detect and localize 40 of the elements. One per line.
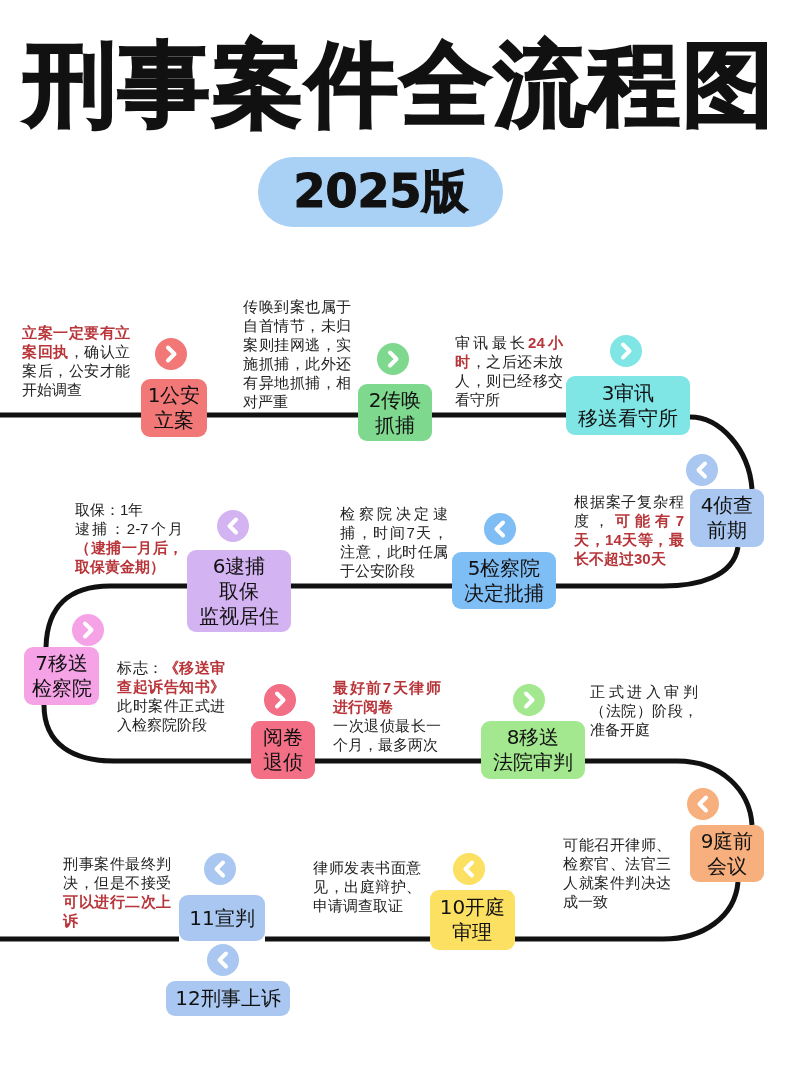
step-box: 1公安立案	[141, 379, 207, 437]
road-line	[585, 758, 755, 826]
note-text: 逮捕：2-7个月（逮捕一月后，取保黄金期）	[75, 519, 183, 576]
version-pill: 2025版	[258, 157, 503, 227]
road-line	[556, 546, 741, 589]
note-text: 最好前7天律师进行阅卷一次退侦最长一个月，最多两次	[333, 678, 441, 754]
road-line	[41, 704, 251, 764]
road-line	[265, 936, 430, 942]
step-box: 8移送法院审判	[481, 721, 585, 779]
road-line	[315, 758, 481, 764]
step-box: 6逮捕取保监视居住	[187, 550, 291, 632]
road-line	[43, 583, 187, 648]
step-box: 阅卷退侦	[251, 721, 315, 779]
note-text: 立案一定要有立案回执，确认立案后，公安才能开始调查	[22, 323, 130, 399]
step-box: 12刑事上诉	[166, 981, 290, 1016]
road-line	[0, 412, 141, 418]
note-text: 检察院决定逮捕，时间7天，注意，此时任属于公安阶段	[340, 504, 448, 580]
road-line	[432, 412, 566, 418]
note-text: 根据案子复杂程度，可能有7天，14天等，最长不超过30天	[574, 492, 684, 568]
step-box: 3审讯移送看守所	[566, 376, 690, 435]
step-box: 10开庭审理	[430, 890, 515, 950]
road-line	[207, 412, 358, 418]
step-box: 5检察院决定批捕	[452, 552, 556, 609]
road-line	[689, 414, 755, 490]
note-text: 标志：《移送审查起诉告知书》此时案件正式进入检察院阶段	[117, 658, 225, 734]
note-text: 取保：1年	[75, 500, 145, 519]
title: 刑事案件全流程图	[24, 33, 776, 137]
step-box: 4侦查前期	[690, 489, 764, 547]
note-text: 律师发表书面意见，出庭辩护、申请调查取证	[313, 858, 421, 915]
note-text: 传唤到案也属于自首情节，未归案则挂网逃，实施抓捕，此外还有异地抓捕，相对严重	[243, 297, 351, 411]
note-text: 可能召开律师、检察官、法官三人就案件判决达成一致	[563, 835, 671, 911]
road-line	[291, 583, 452, 589]
step-box: 2传唤抓捕	[358, 384, 432, 441]
step-box: 11宣判	[179, 895, 265, 941]
note-text: 刑事案件最终判决，但是不接受可以进行二次上诉	[63, 854, 171, 930]
step-box: 9庭前会议	[690, 825, 764, 882]
road-line	[515, 881, 741, 942]
step-box: 7移送检察院	[24, 647, 99, 705]
road-line	[0, 936, 179, 942]
note-text: 正式进入审判（法院）阶段，准备开庭	[590, 682, 698, 739]
